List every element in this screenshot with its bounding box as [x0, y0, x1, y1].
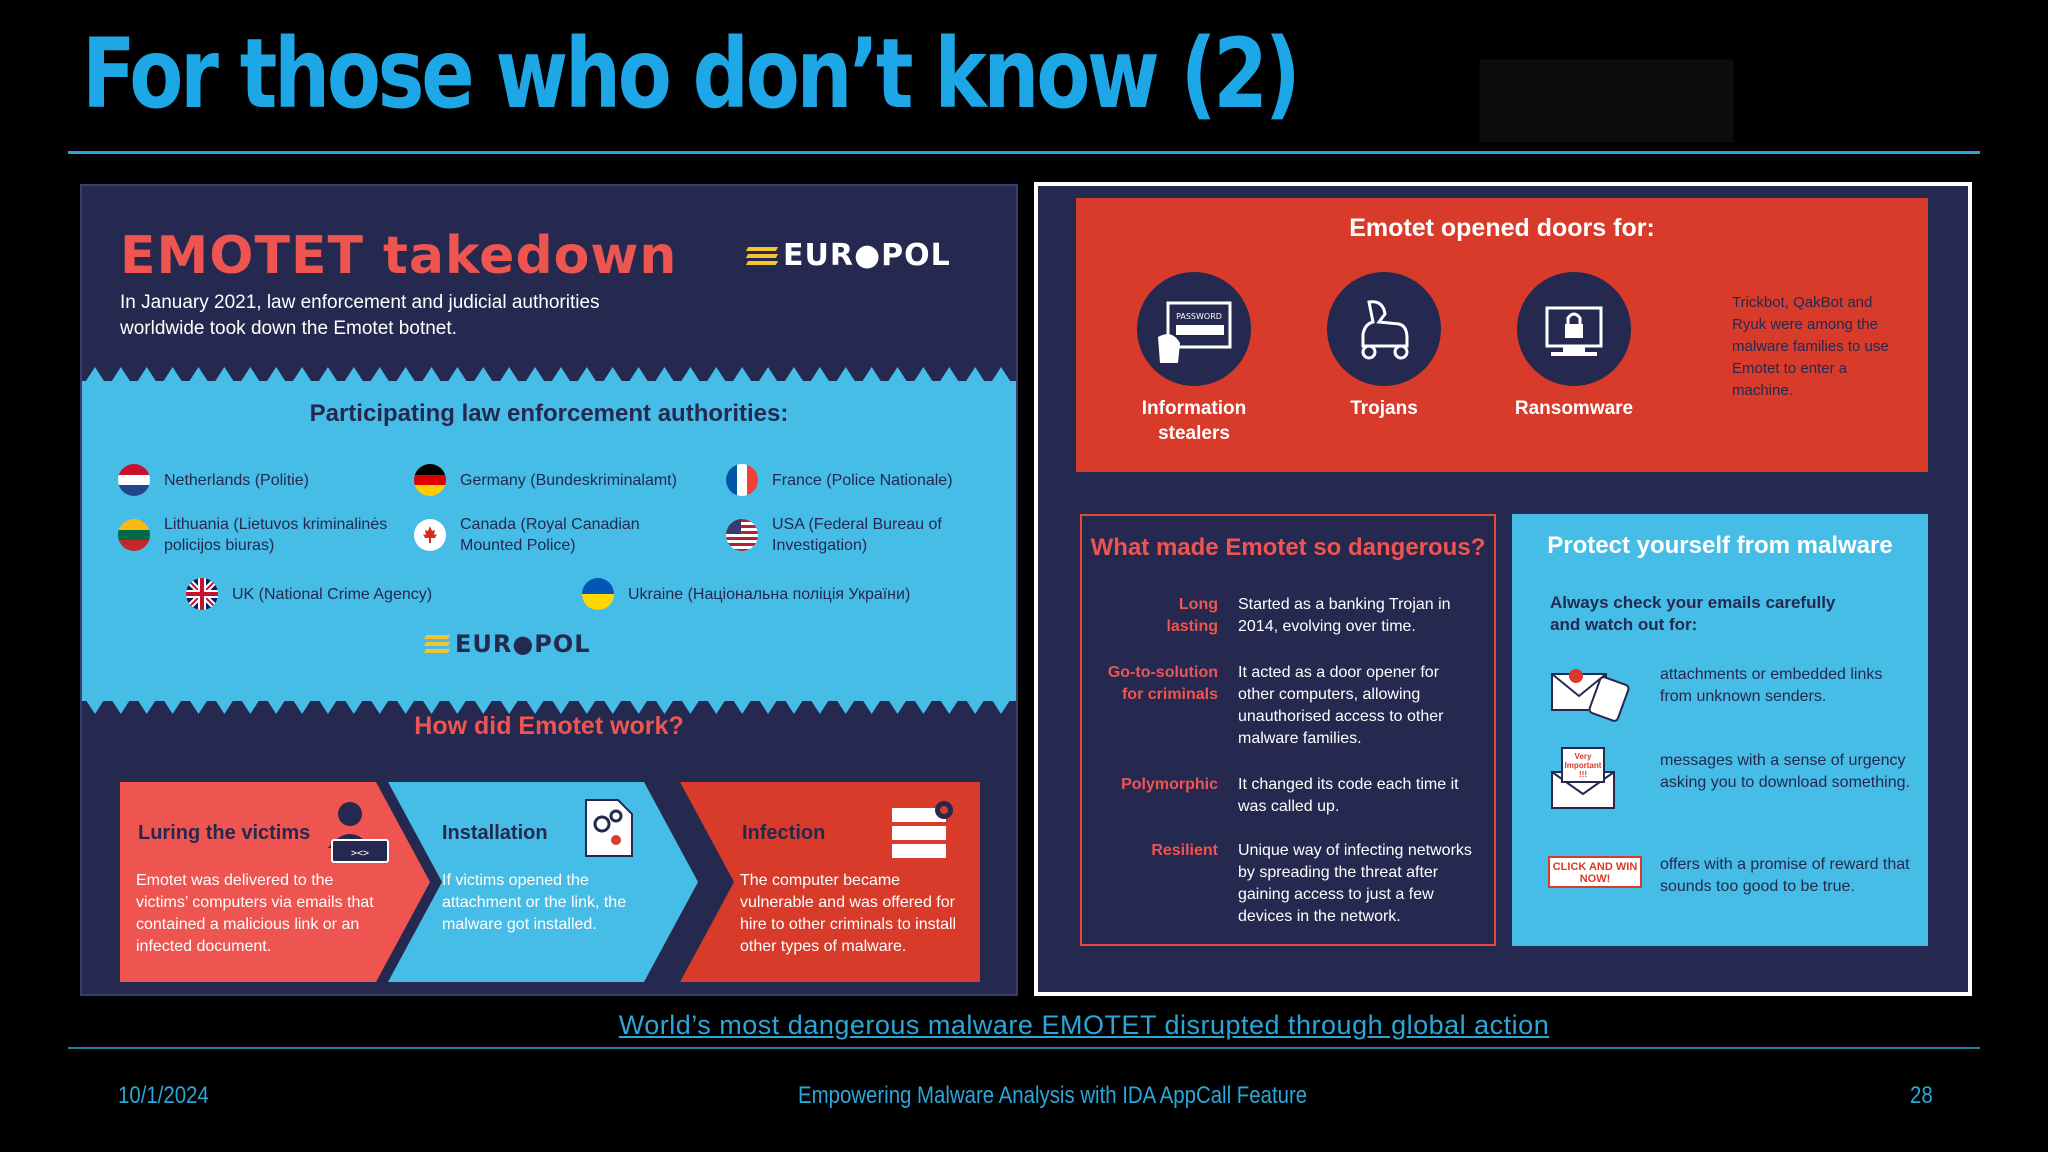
- authorities-band: [82, 381, 1016, 701]
- page-number: 28: [1910, 1082, 1933, 1109]
- zigzag-bottom-divider: [82, 694, 1016, 714]
- footer-title: Empowering Malware Analysis with IDA App…: [798, 1082, 1308, 1109]
- europol-logo-mark: [745, 246, 779, 265]
- step-infection: Infection The computer became vulnerable…: [680, 782, 980, 982]
- intro-text: In January 2021, law enforcement and jud…: [120, 292, 600, 339]
- step-text: If victims opened the attachment or the …: [442, 872, 627, 933]
- authority-france: France (Police Nationale): [726, 464, 953, 496]
- authorities-heading: Participating law enforcement authoritie…: [309, 400, 789, 427]
- slide-title: For those who don’t know (2): [82, 18, 1301, 130]
- protect-subheading: Always check your emails carefully and w…: [1550, 593, 1836, 634]
- step-luring-victims: Luring the victims Emotet was delivered …: [120, 782, 430, 982]
- protect-text: messages with a sense of urgency asking …: [1660, 752, 1910, 791]
- danger-value: Unique way of infecting networks by spre…: [1238, 842, 1472, 925]
- usa-flag-icon: [726, 519, 758, 551]
- authority-label: Germany (Bundeskriminalamt): [460, 471, 677, 489]
- lithuania-flag-icon: [118, 519, 150, 551]
- hacker-icon: ><>: [328, 802, 389, 863]
- step-text: The computer became vulnerable and was o…: [740, 872, 957, 955]
- canada-flag-icon: [414, 519, 446, 551]
- danger-key: Go-to-solution for criminals: [1107, 664, 1218, 703]
- danger-key: Resilient: [1151, 842, 1218, 859]
- authority-uk: UK (National Crime Agency): [186, 578, 432, 610]
- danger-box: What made Emotet so dangerous? Long last…: [1080, 514, 1496, 946]
- emotet-impact-infographic: Emotet opened doors for: PASSWORD Inform…: [1034, 182, 1972, 996]
- doors-note: Trickbot, QakBot and Ryuk were among the…: [1732, 294, 1889, 399]
- title-divider: [68, 151, 1980, 154]
- authority-label: France (Police Nationale): [772, 471, 953, 489]
- authority-label: Netherlands (Politie): [164, 471, 309, 489]
- authority-netherlands: Netherlands (Politie): [118, 464, 309, 496]
- step-shape: [120, 782, 430, 982]
- danger-key: Polymorphic: [1121, 776, 1218, 793]
- authority-canada: Canada (Royal Canadian Mounted Police): [414, 514, 644, 556]
- europol-logo-secondary: EUR●POL: [423, 630, 591, 658]
- europol-logo-text: EUR●POL: [455, 630, 591, 658]
- step-title: Luring the victims: [138, 822, 311, 844]
- europol-logo: EUR●POL: [745, 238, 951, 273]
- danger-value: It changed its code each time it was cal…: [1238, 776, 1459, 815]
- germany-flag-icon: [414, 464, 446, 496]
- authority-label: Ukraine (Національна поліція України): [628, 585, 911, 603]
- step-text: Emotet was delivered to the victims’ com…: [136, 872, 374, 955]
- urgent-email-icon: [1551, 747, 1615, 809]
- zigzag-top-divider: [82, 367, 1016, 387]
- door-information-stealers: PASSWORD Information stealers: [1114, 272, 1274, 446]
- europol-logo-mark: [423, 635, 451, 653]
- danger-heading: What made Emotet so dangerous?: [1090, 534, 1486, 561]
- danger-value: Started as a banking Trojan in 2014, evo…: [1238, 596, 1451, 635]
- source-article-link[interactable]: World’s most dangerous malware EMOTET di…: [618, 1010, 1550, 1040]
- ukraine-flag-icon: [582, 578, 614, 610]
- step-title: Installation: [442, 822, 548, 844]
- doors-box: Emotet opened doors for: PASSWORD Inform…: [1076, 198, 1928, 472]
- step-installation: Installation If victims opened the attac…: [388, 782, 698, 982]
- uk-flag-icon: [186, 578, 218, 610]
- danger-key: Long lasting: [1166, 596, 1218, 635]
- protect-heading: Protect yourself from malware: [1547, 532, 1893, 559]
- door-label: Trojans: [1350, 398, 1418, 419]
- gear-document-icon: [585, 799, 633, 857]
- authority-label: UK (National Crime Agency): [232, 585, 433, 603]
- password-theft-icon: PASSWORD: [1137, 272, 1251, 386]
- lock-screen-icon: [1517, 272, 1631, 386]
- netherlands-flag-icon: [118, 464, 150, 496]
- authority-usa: USA (Federal Bureau of Investigation): [726, 514, 946, 556]
- door-label: Ransomware: [1514, 398, 1634, 419]
- background-code-texture: ██████: [1480, 60, 1733, 142]
- svg-text:><>: ><>: [351, 848, 369, 859]
- authority-label: USA (Federal Bureau of Investigation): [772, 516, 942, 554]
- door-trojans: Trojans: [1304, 272, 1464, 421]
- footer-divider: [68, 1047, 1980, 1049]
- emotet-takedown-infographic: EMOTET takedown EUR●POL In January 2021,…: [80, 184, 1018, 996]
- europol-logo-text: EUR●POL: [783, 238, 951, 273]
- authority-label: Canada (Royal Canadian Mounted Police): [460, 516, 640, 554]
- step-title: Infection: [742, 822, 826, 844]
- protect-text: attachments or embedded links from unkno…: [1660, 666, 1883, 705]
- danger-value: It acted as a door opener for other comp…: [1238, 664, 1444, 747]
- authority-germany: Germany (Bundeskriminalamt): [414, 464, 677, 496]
- footer-date: 10/1/2024: [118, 1082, 209, 1109]
- door-label: Information stealers: [1141, 398, 1247, 444]
- doors-heading: Emotet opened doors for:: [1349, 214, 1655, 242]
- malicious-attachment-icon: [1551, 669, 1630, 722]
- svg-text:PASSWORD: PASSWORD: [1176, 312, 1222, 321]
- server-icon: [892, 801, 953, 858]
- click-win-badge-icon: CLICK AND WIN NOW!: [1548, 856, 1642, 888]
- protect-box: Protect yourself from malware Always che…: [1512, 514, 1928, 946]
- protect-text: offers with a promise of reward that sou…: [1660, 856, 1910, 895]
- infographic-title: EMOTET takedown: [120, 226, 678, 286]
- authority-lithuania: Lithuania (Lietuvos kriminalinės policij…: [118, 514, 388, 556]
- how-heading: How did Emotet work?: [414, 712, 684, 740]
- urgent-badge-label: Very Important !!!: [1564, 752, 1602, 779]
- authority-ukraine: Ukraine (Національна поліція України): [582, 578, 910, 610]
- france-flag-icon: [726, 464, 758, 496]
- authority-label: Lithuania (Lietuvos kriminalinės policij…: [164, 516, 388, 554]
- trojan-horse-icon: [1327, 272, 1441, 386]
- door-ransomware: Ransomware: [1494, 272, 1654, 421]
